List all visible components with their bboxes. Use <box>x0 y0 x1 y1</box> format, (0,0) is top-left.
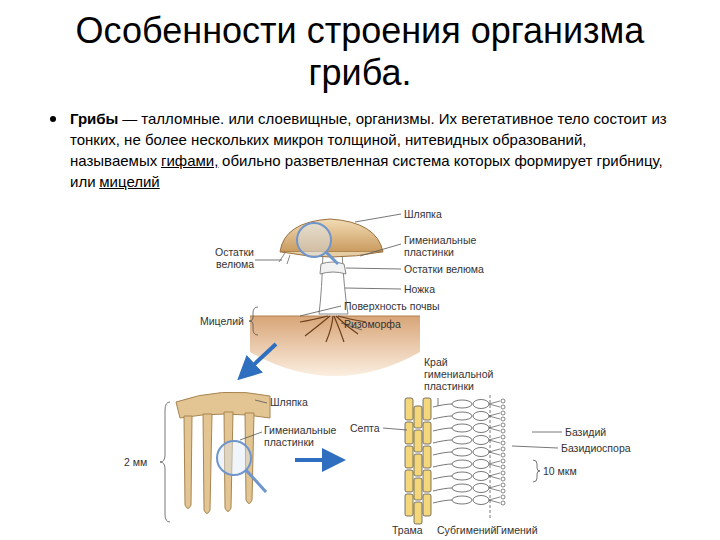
part-label: Базидиоспора <box>561 442 631 454</box>
part-label: Ножка <box>404 283 435 295</box>
bold-term: Грибы <box>70 110 118 127</box>
underlined-term: мицелий <box>99 173 159 190</box>
part-label: Трама <box>392 524 423 536</box>
part-label: Остатки велюма <box>200 246 254 270</box>
dimension: 2 мм <box>124 456 147 468</box>
underlined-term: гифами, <box>161 152 218 169</box>
part-label: Поверхность почвы <box>344 300 440 312</box>
part-label: Септа <box>350 422 380 434</box>
part-label: Ризоморфа <box>344 318 401 330</box>
dimension: 10 мкм <box>543 465 577 477</box>
part-label: Субгимений <box>437 524 496 536</box>
slide-title: Особенности строения организма гриба. <box>60 10 660 94</box>
part-label: Базидий <box>565 426 606 438</box>
part-label: Шляпка <box>404 208 442 220</box>
part-label: Гимений <box>496 524 538 536</box>
part-label: Край гимениальной пластинки <box>424 356 504 392</box>
bullet-dot <box>50 116 56 122</box>
part-label: Гимениальные пластинки <box>264 424 344 448</box>
part-label: Шляпка <box>270 396 308 408</box>
part-label: Гимениальные пластинки <box>404 234 484 258</box>
body-text: Грибы— талломные. или слоевищные, органи… <box>70 108 695 192</box>
part-label: Мицелий <box>200 315 244 327</box>
part-label: Остатки велюма <box>404 263 484 275</box>
